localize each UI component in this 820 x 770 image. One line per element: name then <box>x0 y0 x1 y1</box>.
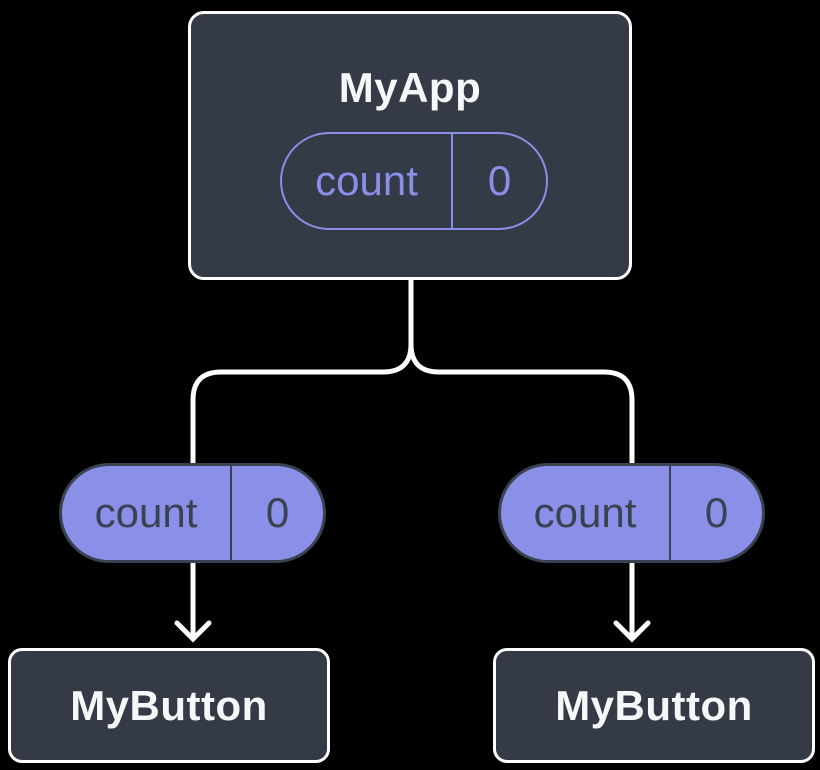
arrowhead-left-icon <box>174 620 212 643</box>
state-value: 0 <box>487 157 512 204</box>
myapp-node-title: MyApp <box>338 64 482 111</box>
right-branch-state-pill: count 0 <box>498 463 765 563</box>
connector-left-branch <box>190 280 414 637</box>
left-branch-state-pill: count 0 <box>59 463 326 563</box>
mybutton-node-title: MyButton <box>555 681 753 729</box>
state-value: 0 <box>704 489 729 536</box>
mybutton-node-title: MyButton <box>70 681 268 729</box>
state-label: count <box>501 466 671 560</box>
myapp-node: MyApp count 0 <box>188 11 632 280</box>
state-label: count <box>62 466 232 560</box>
state-label: count <box>282 134 453 228</box>
myapp-state-pill: count 0 <box>280 132 548 230</box>
arrowhead-right-icon <box>613 620 651 643</box>
state-value: 0 <box>265 489 290 536</box>
mybutton-node-right: MyButton <box>493 648 815 763</box>
connector-right-branch <box>408 280 635 637</box>
mybutton-node-left: MyButton <box>8 648 330 763</box>
